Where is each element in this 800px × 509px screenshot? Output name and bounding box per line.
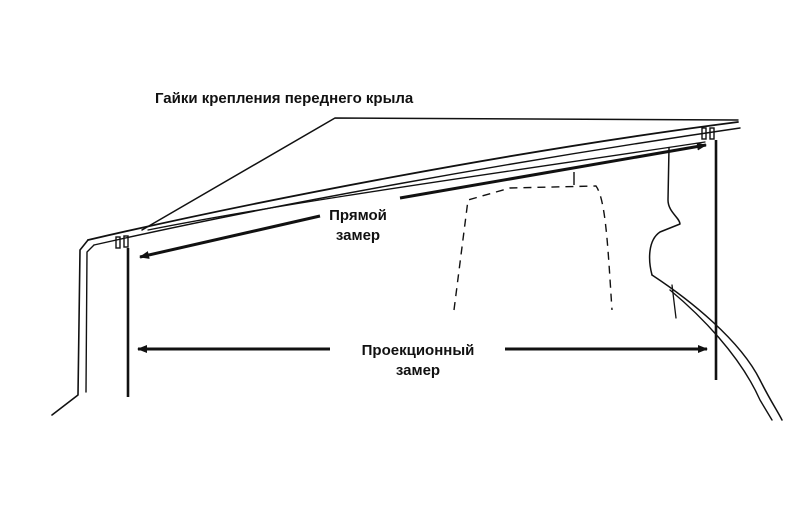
direct-measurement-label-line1: Прямой: [329, 207, 387, 224]
right-body-contour: [651, 274, 783, 421]
right-stud-icon: [701, 127, 715, 140]
right-body-small-edge: [671, 284, 677, 319]
dashed-component-outline: [453, 185, 613, 311]
left-stud-icon: [115, 235, 129, 249]
projection-measurement-label-line2: замер: [396, 362, 440, 379]
left-pillar-outline: [51, 239, 89, 416]
nuts-label: Гайки крепления переднего крыла: [155, 90, 414, 107]
direct-measurement-arrow: [139, 214, 321, 259]
right-body-contour-inner: [669, 289, 773, 421]
direct-measurement-label-line2: замер: [336, 227, 380, 244]
projection-measurement-label-line1: Проекционный: [362, 342, 475, 359]
fender-top-edge-outer: [87, 121, 739, 241]
fender-top-edge-inner: [93, 127, 741, 246]
fender-lower-edge: [147, 141, 706, 231]
direct-measurement-arrow-right: [399, 142, 707, 200]
left-pillar-inner: [85, 244, 95, 393]
right-body-panel: [648, 147, 681, 276]
hood-outline: [141, 117, 739, 231]
